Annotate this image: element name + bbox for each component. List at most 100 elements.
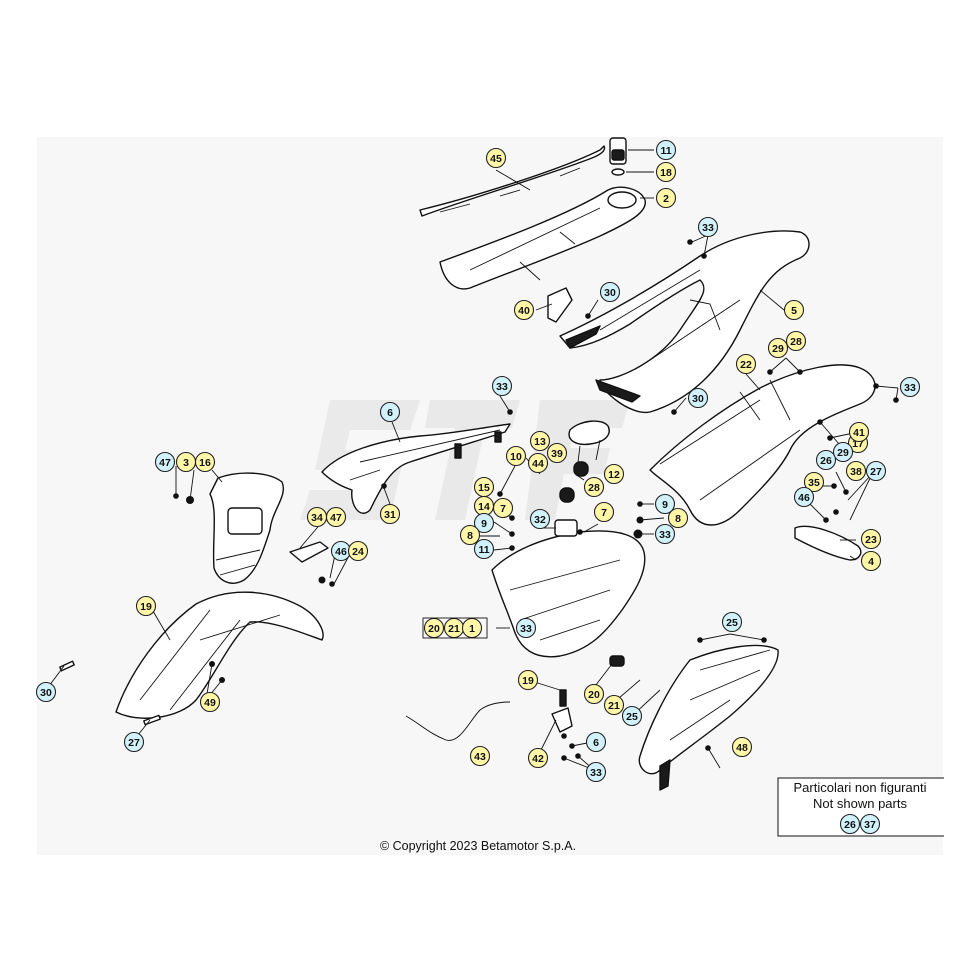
callout-number: 7 <box>601 507 607 519</box>
callout-circle <box>379 503 401 525</box>
callout-circle <box>513 299 535 321</box>
callout-11: 11 <box>473 538 495 560</box>
callout-number: 46 <box>335 546 347 558</box>
callout-circle <box>529 430 551 452</box>
callout-circle <box>603 463 625 485</box>
callout-number: 5 <box>791 305 797 317</box>
callout-circle <box>783 299 805 321</box>
callout-46: 46 <box>793 486 815 508</box>
callout-number: 16 <box>199 457 211 469</box>
callout-29: 29 <box>832 441 854 463</box>
callout-33: 33 <box>654 523 676 545</box>
callout-30: 30 <box>687 387 709 409</box>
callout-circle <box>469 745 491 767</box>
callout-circle <box>529 508 551 530</box>
callout-number: 21 <box>608 700 620 712</box>
callout-40: 40 <box>513 299 535 321</box>
callout-number: 43 <box>474 751 486 763</box>
callout-47: 47 <box>325 506 347 528</box>
callout-14: 14 <box>473 495 495 517</box>
callout-number: 7 <box>500 503 506 515</box>
callout-number: 17 <box>852 438 864 450</box>
callout-circle <box>599 281 621 303</box>
callout-20: 20 <box>583 683 605 705</box>
callout-circle <box>845 460 867 482</box>
callout-35: 35 <box>803 471 825 493</box>
callout-number: 47 <box>330 512 342 524</box>
callout-26: 26 <box>815 449 837 471</box>
callout-2: 2 <box>655 187 677 209</box>
callout-34: 34 <box>306 506 328 528</box>
callout-13: 13 <box>529 430 551 452</box>
callout-number: 30 <box>692 393 704 405</box>
callout-number: 40 <box>518 305 530 317</box>
callout-number: 11 <box>660 145 671 157</box>
callout-number: 33 <box>520 623 532 635</box>
callout-circle <box>546 442 568 464</box>
callout-number: 35 <box>808 477 820 489</box>
callout-number: 33 <box>590 767 602 779</box>
callout-number: 29 <box>772 343 784 355</box>
callout-number: 30 <box>604 287 616 299</box>
callout-circle <box>899 376 921 398</box>
callout-20: 20 <box>423 617 445 639</box>
callout-45: 45 <box>485 147 507 169</box>
seat-part <box>439 186 646 290</box>
callout-circle <box>527 747 549 769</box>
callout-number: 44 <box>532 458 544 470</box>
callout-number: 9 <box>662 499 668 511</box>
callout-circle <box>379 401 401 423</box>
callout-circle <box>423 617 445 639</box>
callout-42: 42 <box>527 747 549 769</box>
callout-number: 19 <box>522 675 534 687</box>
callout-number: 26 <box>820 455 832 467</box>
callout-1: 1 <box>461 617 483 639</box>
callout-number: 41 <box>853 427 865 439</box>
callout-circle <box>473 538 495 560</box>
callout-number: 38 <box>850 466 862 478</box>
callout-number: 32 <box>534 514 546 526</box>
shroud-left-part <box>321 423 511 514</box>
callout-48: 48 <box>731 736 753 758</box>
callout-number: 33 <box>496 381 508 393</box>
callout-circle <box>654 523 676 545</box>
legend-line-1: Particolari non figuranti <box>794 780 927 795</box>
callout-6: 6 <box>379 401 401 423</box>
callout-4: 4 <box>860 550 882 572</box>
callout-22: 22 <box>735 353 757 375</box>
callout-number: 48 <box>736 742 748 754</box>
callout-41: 41 <box>848 421 870 443</box>
callout-46: 46 <box>330 540 352 562</box>
callout-number: 15 <box>478 482 490 494</box>
callout-number: 24 <box>352 546 364 558</box>
callout-number: 23 <box>865 534 877 546</box>
callout-circle <box>815 449 837 471</box>
callout-number: 22 <box>740 359 752 371</box>
callout-circle <box>199 691 221 713</box>
callout-30: 30 <box>35 681 57 703</box>
callout-30: 30 <box>599 281 621 303</box>
callout-number: 33 <box>702 222 714 234</box>
callout-11: 11 <box>655 139 677 161</box>
fuel-hose-part <box>405 701 511 741</box>
callout-number: 33 <box>904 382 916 394</box>
callout-circle <box>621 705 643 727</box>
callout-number: 8 <box>675 513 681 525</box>
callout-circle <box>687 387 709 409</box>
callout-12: 12 <box>603 463 625 485</box>
callout-number: 19 <box>140 601 152 613</box>
callout-29: 29 <box>767 337 789 359</box>
callout-circle <box>803 471 825 493</box>
callout-number: 34 <box>311 512 323 524</box>
callout-5: 5 <box>783 299 805 321</box>
callout-23: 23 <box>860 528 882 550</box>
callout-8: 8 <box>667 507 689 529</box>
callout-number: 18 <box>660 167 672 179</box>
callout-circle <box>325 506 347 528</box>
callout-circle <box>655 187 677 209</box>
callout-number: 12 <box>608 469 620 481</box>
callout-circle <box>593 501 615 523</box>
callout-9: 9 <box>473 512 495 534</box>
callout-circle <box>793 486 815 508</box>
callout-44: 44 <box>527 452 549 474</box>
